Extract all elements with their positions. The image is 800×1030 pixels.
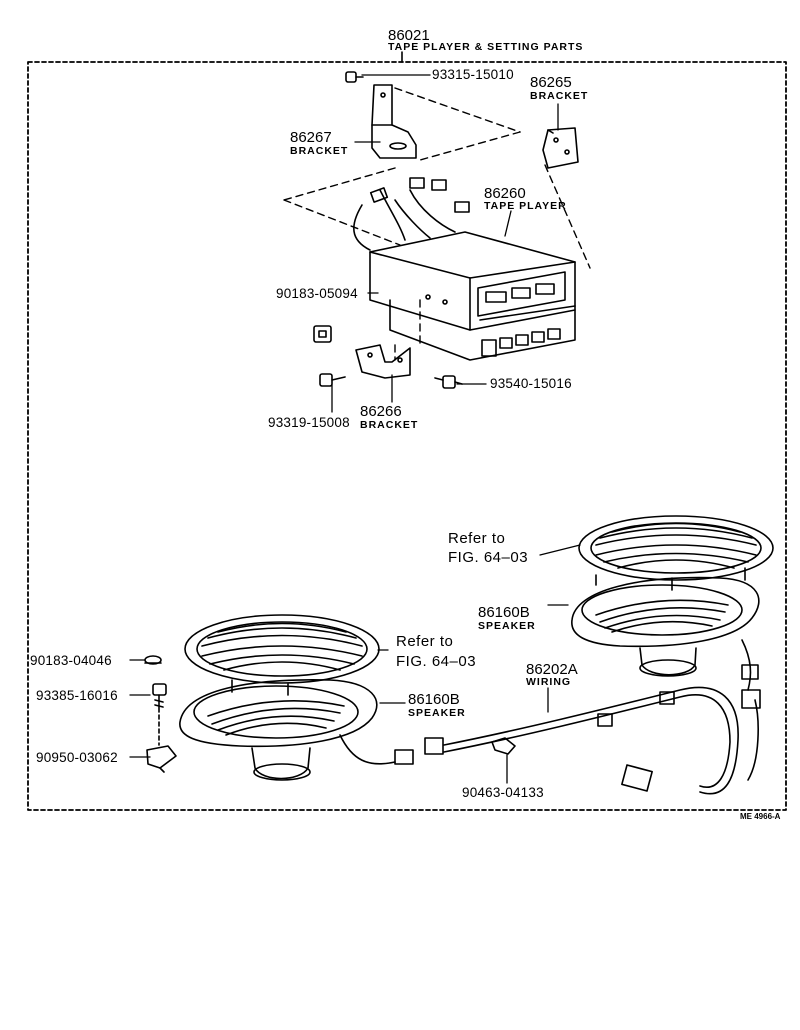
- label-speaker-left-number: 86160B: [408, 691, 460, 708]
- label-bracket-right-number: 86265: [530, 74, 572, 91]
- tape-player-icon: [353, 177, 576, 361]
- label-speaker-right-number: 86160B: [478, 604, 530, 621]
- label-bracket-right-name: BRACKET: [530, 90, 589, 102]
- label-nut: 90183-05094: [276, 286, 358, 301]
- label-tape-player-number: 86260: [484, 185, 526, 202]
- assembly-number: 86021: [388, 27, 430, 44]
- label-washer: 90183-04046: [30, 653, 112, 668]
- ref-right-line1: Refer to: [448, 530, 506, 547]
- label-bracket-left-name: BRACKET: [290, 145, 349, 157]
- label-wiring-number: 86202A: [526, 661, 578, 678]
- bracket-86267-icon: [371, 84, 417, 159]
- wiring-harness-icon: [339, 639, 761, 795]
- label-clip-nut: 90950-03062: [36, 750, 118, 765]
- ref-right-line2: FIG. 64–03: [448, 549, 529, 566]
- ref-left-line2: FIG. 64–03: [396, 653, 477, 670]
- bolt-top-icon: [345, 71, 364, 83]
- label-screw-right: 93540-15016: [490, 376, 572, 391]
- grille-left-icon: [184, 614, 380, 696]
- ref-left-line1: Refer to: [396, 633, 454, 650]
- washer-icon: [144, 655, 162, 665]
- screw-93319-icon: [319, 373, 346, 387]
- label-clamp: 90463-04133: [462, 785, 544, 800]
- grille-right-icon: [578, 515, 774, 591]
- label-bolt-top: 93315-15010: [432, 67, 514, 82]
- leader-lines: [129, 74, 581, 784]
- assembly-name: TAPE PLAYER & SETTING PARTS: [388, 41, 584, 53]
- label-speaker-left-name: SPEAKER: [408, 707, 466, 719]
- label-tape-player-name: TAPE PLAYER: [484, 200, 567, 212]
- label-screw-left: 93319-15008: [268, 415, 350, 430]
- label-bracket-left-number: 86267: [290, 129, 332, 146]
- drawing-code: ME 4966-A: [740, 812, 781, 821]
- screw-93540-icon: [434, 375, 463, 389]
- label-bracket-bottom-number: 86266: [360, 403, 402, 420]
- bracket-86265-icon: [542, 127, 579, 169]
- alignment-lines: [283, 87, 591, 361]
- assembly-frame: [27, 61, 787, 811]
- label-speaker-right-name: SPEAKER: [478, 620, 536, 632]
- label-bracket-bottom-name: BRACKET: [360, 419, 419, 431]
- speaker-left-icon: [179, 678, 378, 781]
- bracket-86266-icon: [355, 344, 411, 379]
- nut-icon: [313, 325, 332, 343]
- label-screw-speaker: 93385-16016: [36, 688, 118, 703]
- screw-93385-icon: [152, 683, 167, 746]
- speaker-right-icon: [571, 576, 760, 677]
- label-wiring-name: WIRING: [526, 676, 572, 688]
- clip-nut-icon: [146, 745, 177, 773]
